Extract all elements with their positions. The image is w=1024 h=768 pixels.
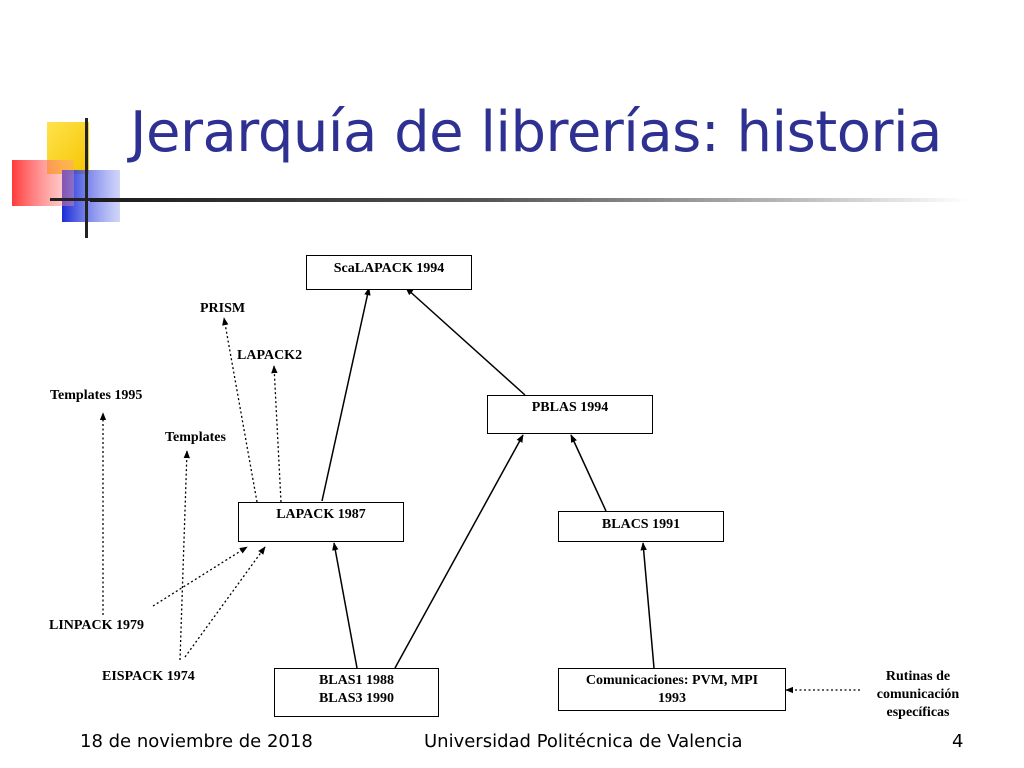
box-blas-line2: BLAS3 1990 — [318, 691, 395, 706]
arrow-comm-blacs — [640, 542, 655, 669]
box-comm-line2: 1993 — [658, 691, 686, 706]
label-rutinas-line3: específicas — [886, 705, 950, 720]
arrow-eispack-templates — [179, 450, 190, 661]
arrow-linpack-lapack — [152, 546, 248, 607]
arrow-lapack-scalapack — [321, 287, 371, 502]
box-scalapack-label: ScaLAPACK 1994 — [333, 261, 445, 276]
footer-page-number: 4 — [952, 731, 964, 752]
box-comm-line1: Comunicaciones: PVM, MPI — [585, 673, 759, 688]
box-blas: BLAS1 1988 BLAS3 1990 — [274, 668, 439, 717]
arrow-lapack-prism — [222, 317, 258, 503]
label-lapack2: LAPACK2 — [237, 348, 303, 363]
box-blacs-label: BLACS 1991 — [601, 517, 681, 532]
label-templates: Templates — [165, 430, 226, 445]
arrow-blas-pblas — [394, 434, 524, 669]
box-lapack-label: LAPACK 1987 — [276, 507, 366, 522]
box-pblas: PBLAS 1994 — [487, 395, 653, 434]
slide-logo-icon — [12, 118, 120, 238]
label-rutinas-line1: Rutinas de — [885, 669, 951, 684]
label-rutinas: Rutinas de comunicación específicas — [862, 668, 974, 722]
box-lapack: LAPACK 1987 — [238, 502, 404, 542]
arrow-blas-lapack — [332, 542, 358, 669]
label-templates-1995: Templates 1995 — [50, 388, 143, 403]
footer-institution: Universidad Politécnica de Valencia — [424, 731, 743, 752]
slide-title: Jerarquía de librerías: historia — [130, 100, 942, 165]
arrow-eispack-lapack — [184, 546, 266, 658]
arrow-pblas-scalapack — [405, 287, 526, 396]
label-prism: PRISM — [200, 301, 246, 316]
box-blacs: BLACS 1991 — [558, 511, 724, 542]
title-divider — [90, 198, 970, 202]
box-pblas-label: PBLAS 1994 — [531, 400, 609, 415]
arrow-blacs-pblas — [570, 434, 607, 512]
footer-date: 18 de noviembre de 2018 — [80, 731, 313, 752]
arrow-lapack-lapack2 — [271, 365, 282, 503]
box-blas-line1: BLAS1 1988 — [318, 673, 395, 688]
box-scalapack: ScaLAPACK 1994 — [306, 255, 472, 290]
label-eispack: EISPACK 1974 — [102, 669, 195, 684]
label-rutinas-line2: comunicación — [876, 687, 960, 702]
label-linpack: LINPACK 1979 — [49, 618, 145, 633]
box-comunicaciones: Comunicaciones: PVM, MPI 1993 — [558, 668, 786, 711]
